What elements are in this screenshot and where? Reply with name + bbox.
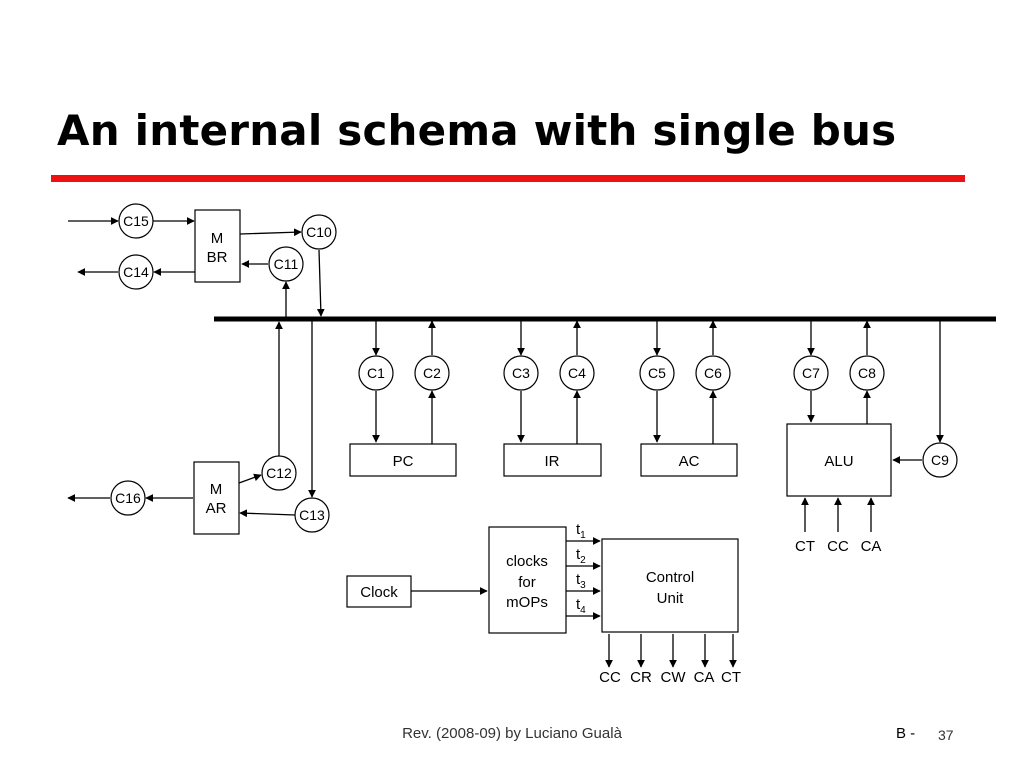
control-node-c6-label: C6 bbox=[704, 365, 722, 381]
control-node-c11-label: C11 bbox=[274, 256, 299, 272]
control-node-c15-label: C15 bbox=[123, 213, 149, 229]
ac-box bbox=[640, 443, 738, 477]
control-output-label-cc: CC bbox=[599, 669, 621, 686]
control-unit-label-line2: Unit bbox=[657, 590, 685, 607]
alu-box bbox=[786, 423, 892, 497]
control-unit-box bbox=[601, 538, 739, 633]
control-node-c12-label: C12 bbox=[266, 465, 292, 481]
control-node-c13-label: C13 bbox=[299, 507, 325, 523]
alu-label: ALU bbox=[824, 453, 853, 470]
wire-c10-bus bbox=[316, 249, 325, 317]
control-node-c4-label: C4 bbox=[568, 365, 586, 381]
mar-box bbox=[193, 461, 240, 535]
footer-page-number: 37 bbox=[938, 727, 954, 743]
control-unit-label-line1: Control bbox=[646, 569, 694, 586]
mbr-label-line1: M bbox=[211, 230, 224, 247]
mar-label-line1: M bbox=[210, 481, 223, 498]
control-node-c8: C8 bbox=[849, 355, 885, 391]
pc-box bbox=[349, 443, 457, 477]
control-node-c7-label: C7 bbox=[802, 365, 820, 381]
control-node-c7: C7 bbox=[793, 355, 829, 391]
control-node-c1-label: C1 bbox=[367, 365, 385, 381]
timing-t2-label: t2 bbox=[576, 546, 586, 566]
timing-t4-label: t4 bbox=[576, 596, 586, 616]
control-node-c14-label: C14 bbox=[123, 264, 149, 280]
ac-label: AC bbox=[679, 453, 700, 470]
pc-label: PC bbox=[393, 453, 414, 470]
control-node-c10-label: C10 bbox=[306, 224, 332, 240]
alu-input-label-cc: CC bbox=[827, 538, 849, 555]
control-node-c4: C4 bbox=[559, 355, 595, 391]
clocks-for-mops-box bbox=[488, 526, 567, 634]
control-node-c16: C16 bbox=[110, 480, 146, 516]
footer-credit: Rev. (2008-09) by Luciano Gualà bbox=[402, 725, 622, 742]
wire-c13-mar bbox=[239, 509, 296, 518]
alu-input-label-ct: CT bbox=[795, 538, 815, 555]
control-node-c2: C2 bbox=[414, 355, 450, 391]
control-output-label-ca: CA bbox=[694, 669, 715, 686]
timing-t3-label: t3 bbox=[576, 571, 586, 591]
wire-mbr-c10 bbox=[239, 228, 302, 237]
control-node-c5-label: C5 bbox=[648, 365, 666, 381]
control-output-label-cw: CW bbox=[661, 669, 687, 686]
wire-mar-c12 bbox=[238, 473, 262, 484]
footer-section-label: B - bbox=[896, 725, 916, 742]
title-rule bbox=[51, 175, 965, 182]
slide-title: An internal schema with single bus bbox=[57, 106, 897, 155]
mbr-label-line2: BR bbox=[207, 249, 228, 266]
ir-box bbox=[503, 443, 602, 477]
control-node-c2-label: C2 bbox=[423, 365, 441, 381]
clock-box bbox=[346, 575, 412, 608]
control-output-label-cr: CR bbox=[630, 669, 652, 686]
control-node-c9: C9 bbox=[922, 442, 958, 478]
control-node-c14: C14 bbox=[118, 254, 154, 290]
control-node-c3: C3 bbox=[503, 355, 539, 391]
mar-label-line2: AR bbox=[206, 500, 227, 517]
control-node-c3-label: C3 bbox=[512, 365, 530, 381]
clocks-label-line2: for bbox=[518, 574, 536, 591]
ir-label: IR bbox=[545, 453, 560, 470]
control-node-c13: C13 bbox=[294, 497, 330, 533]
control-node-c8-label: C8 bbox=[858, 365, 876, 381]
mbr-box bbox=[194, 209, 241, 283]
control-node-c16-label: C16 bbox=[115, 490, 141, 506]
control-node-c10: C10 bbox=[301, 214, 337, 250]
clocks-label-line3: mOPs bbox=[506, 594, 548, 611]
control-node-c12: C12 bbox=[261, 455, 297, 491]
timing-t1-label: t1 bbox=[576, 521, 586, 541]
control-node-c9-label: C9 bbox=[931, 452, 949, 468]
clocks-label-line1: clocks bbox=[506, 553, 548, 570]
control-output-label-ct: CT bbox=[721, 669, 741, 686]
control-node-c6: C6 bbox=[695, 355, 731, 391]
control-node-c5: C5 bbox=[639, 355, 675, 391]
control-node-c11: C11 bbox=[268, 246, 304, 282]
control-node-c1: C1 bbox=[358, 355, 394, 391]
alu-input-label-ca: CA bbox=[861, 538, 882, 555]
control-node-c15: C15 bbox=[118, 203, 154, 239]
clock-label: Clock bbox=[360, 584, 398, 601]
